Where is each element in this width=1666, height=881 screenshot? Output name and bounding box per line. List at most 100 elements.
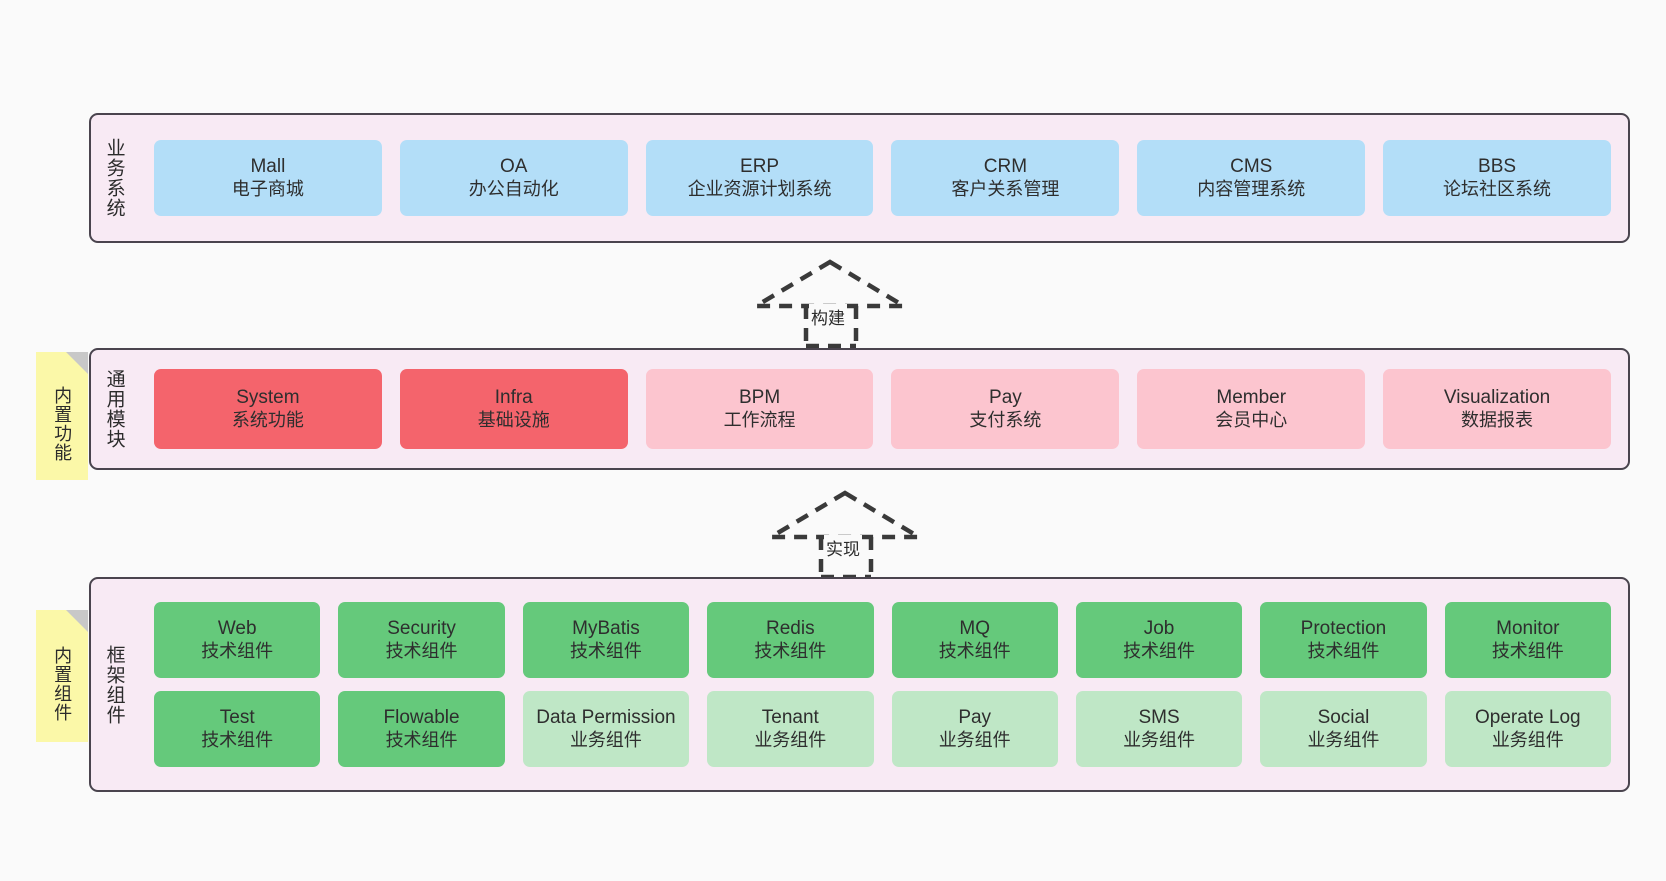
card-erp[interactable]: ERP 企业资源计划系统 [645, 140, 874, 216]
card-subtitle: 客户关系管理 [951, 178, 1060, 199]
card-subtitle: 会员中心 [1215, 409, 1288, 430]
sticky-note-text: 内置功能 [52, 386, 73, 462]
card-mq[interactable]: MQ 技术组件 [891, 602, 1058, 678]
card-subtitle: 系统功能 [231, 409, 304, 430]
card-oa[interactable]: OA 办公自动化 [399, 140, 628, 216]
card-tenant[interactable]: Tenant 业务组件 [707, 691, 874, 767]
layer-body-business-system: Mall 电子商城 OA 办公自动化 ERP 企业资源计划系统 CRM 客户关系… [137, 115, 1628, 241]
connector-build-arrow [747, 259, 913, 349]
card-title: Security [387, 618, 456, 640]
card-bpm[interactable]: BPM 工作流程 [645, 369, 874, 449]
card-title: OA [500, 156, 528, 178]
card-subtitle: 工作流程 [723, 409, 796, 430]
card-system[interactable]: System 系统功能 [154, 369, 382, 449]
layer-label-business-system: 业务系统 [103, 138, 125, 218]
card-title: Tenant [761, 707, 819, 729]
card-subtitle: 技术组件 [1491, 640, 1564, 661]
card-subtitle: 技术组件 [938, 640, 1011, 661]
card-operate-log[interactable]: Operate Log 业务组件 [1444, 691, 1611, 767]
card-subtitle: 论坛社区系统 [1443, 178, 1552, 199]
card-monitor[interactable]: Monitor 技术组件 [1444, 602, 1611, 678]
card-title: Infra [494, 387, 533, 409]
card-title: Visualization [1443, 387, 1551, 409]
card-subtitle: 技术组件 [1123, 640, 1196, 661]
card-title: Social [1317, 707, 1370, 729]
card-bbs[interactable]: BBS 论坛社区系统 [1383, 140, 1611, 216]
card-member[interactable]: Member 会员中心 [1137, 369, 1366, 449]
card-subtitle: 电子商城 [231, 178, 304, 199]
card-protection[interactable]: Protection 技术组件 [1260, 602, 1427, 678]
card-pay-component[interactable]: Pay 业务组件 [891, 691, 1058, 767]
card-infra[interactable]: Infra 基础设施 [399, 369, 628, 449]
card-mall[interactable]: Mall 电子商城 [154, 140, 382, 216]
card-title: Data Permission [536, 707, 676, 729]
card-title: MyBatis [572, 618, 640, 640]
connector-implement-arrow [762, 490, 928, 580]
layer-business-system[interactable]: 业务系统 Mall 电子商城 OA 办公自动化 ERP 企业资源计划系统 CRM… [89, 113, 1630, 243]
layer-body-framework-component: Web 技术组件 Security 技术组件 MyBatis 技术组件 Redi… [137, 579, 1628, 790]
card-pay-module[interactable]: Pay 支付系统 [891, 369, 1120, 449]
card-title: System [236, 387, 300, 409]
connector-build: 构建 [747, 258, 913, 349]
card-subtitle: 内容管理系统 [1197, 178, 1306, 199]
card-subtitle: 业务组件 [938, 729, 1011, 750]
layer-body-common-module: System 系统功能 Infra 基础设施 BPM 工作流程 Pay 支付系统… [137, 350, 1628, 468]
card-subtitle: 技术组件 [569, 640, 642, 661]
card-subtitle: 业务组件 [1491, 729, 1564, 750]
card-title: ERP [740, 156, 780, 178]
layer-common-module[interactable]: 通用模块 System 系统功能 Infra 基础设施 BPM 工作流程 Pay… [89, 348, 1630, 470]
card-subtitle: 业务组件 [1123, 729, 1196, 750]
card-row: System 系统功能 Infra 基础设施 BPM 工作流程 Pay 支付系统… [145, 369, 1620, 449]
card-title: Flowable [383, 707, 460, 729]
card-web[interactable]: Web 技术组件 [154, 602, 321, 678]
card-title: Mall [250, 156, 286, 178]
card-subtitle: 办公自动化 [468, 178, 559, 199]
connector-build-label: 构建 [809, 304, 847, 329]
card-subtitle: 技术组件 [385, 729, 458, 750]
card-job[interactable]: Job 技术组件 [1075, 602, 1243, 678]
card-row: Test 技术组件 Flowable 技术组件 Data Permission … [145, 691, 1620, 767]
card-sms[interactable]: SMS 业务组件 [1075, 691, 1243, 767]
card-row: Web 技术组件 Security 技术组件 MyBatis 技术组件 Redi… [145, 602, 1620, 678]
card-subtitle: 基础设施 [477, 409, 550, 430]
card-title: CRM [983, 156, 1028, 178]
sticky-note-builtin-function: 内置功能 [36, 352, 88, 480]
card-title: Operate Log [1474, 707, 1581, 729]
card-title: Monitor [1496, 618, 1560, 640]
card-subtitle: 技术组件 [385, 640, 458, 661]
card-visualization[interactable]: Visualization 数据报表 [1383, 369, 1611, 449]
card-subtitle: 技术组件 [754, 640, 827, 661]
card-subtitle: 企业资源计划系统 [687, 178, 832, 199]
card-title: Web [217, 618, 257, 640]
card-data-permission[interactable]: Data Permission 业务组件 [522, 691, 690, 767]
card-subtitle: 业务组件 [569, 729, 642, 750]
layer-label-common-module: 通用模块 [103, 369, 125, 449]
card-subtitle: 技术组件 [201, 729, 274, 750]
card-title: BPM [738, 387, 781, 409]
card-title: CMS [1230, 156, 1273, 178]
connector-implement: 实现 [762, 489, 928, 580]
layer-framework-component[interactable]: 框架组件 Web 技术组件 Security 技术组件 MyBatis 技术组件… [89, 577, 1630, 792]
card-title: Protection [1300, 618, 1387, 640]
card-title: Pay [989, 387, 1022, 409]
card-security[interactable]: Security 技术组件 [338, 602, 505, 678]
note-fold-icon [66, 352, 88, 374]
card-subtitle: 技术组件 [201, 640, 274, 661]
card-subtitle: 技术组件 [1307, 640, 1380, 661]
card-mybatis[interactable]: MyBatis 技术组件 [522, 602, 690, 678]
layer-label-framework-component: 框架组件 [103, 644, 125, 725]
sticky-note-text: 内置组件 [52, 646, 73, 722]
card-title: BBS [1478, 156, 1517, 178]
card-flowable[interactable]: Flowable 技术组件 [338, 691, 505, 767]
card-subtitle: 业务组件 [1307, 729, 1380, 750]
card-title: SMS [1138, 707, 1180, 729]
card-redis[interactable]: Redis 技术组件 [707, 602, 874, 678]
card-title: Redis [766, 618, 815, 640]
card-cms[interactable]: CMS 内容管理系统 [1137, 140, 1366, 216]
card-test[interactable]: Test 技术组件 [154, 691, 321, 767]
card-social[interactable]: Social 业务组件 [1260, 691, 1427, 767]
sticky-note-builtin-component: 内置组件 [36, 610, 88, 742]
card-crm[interactable]: CRM 客户关系管理 [891, 140, 1120, 216]
card-title: Test [219, 707, 255, 729]
